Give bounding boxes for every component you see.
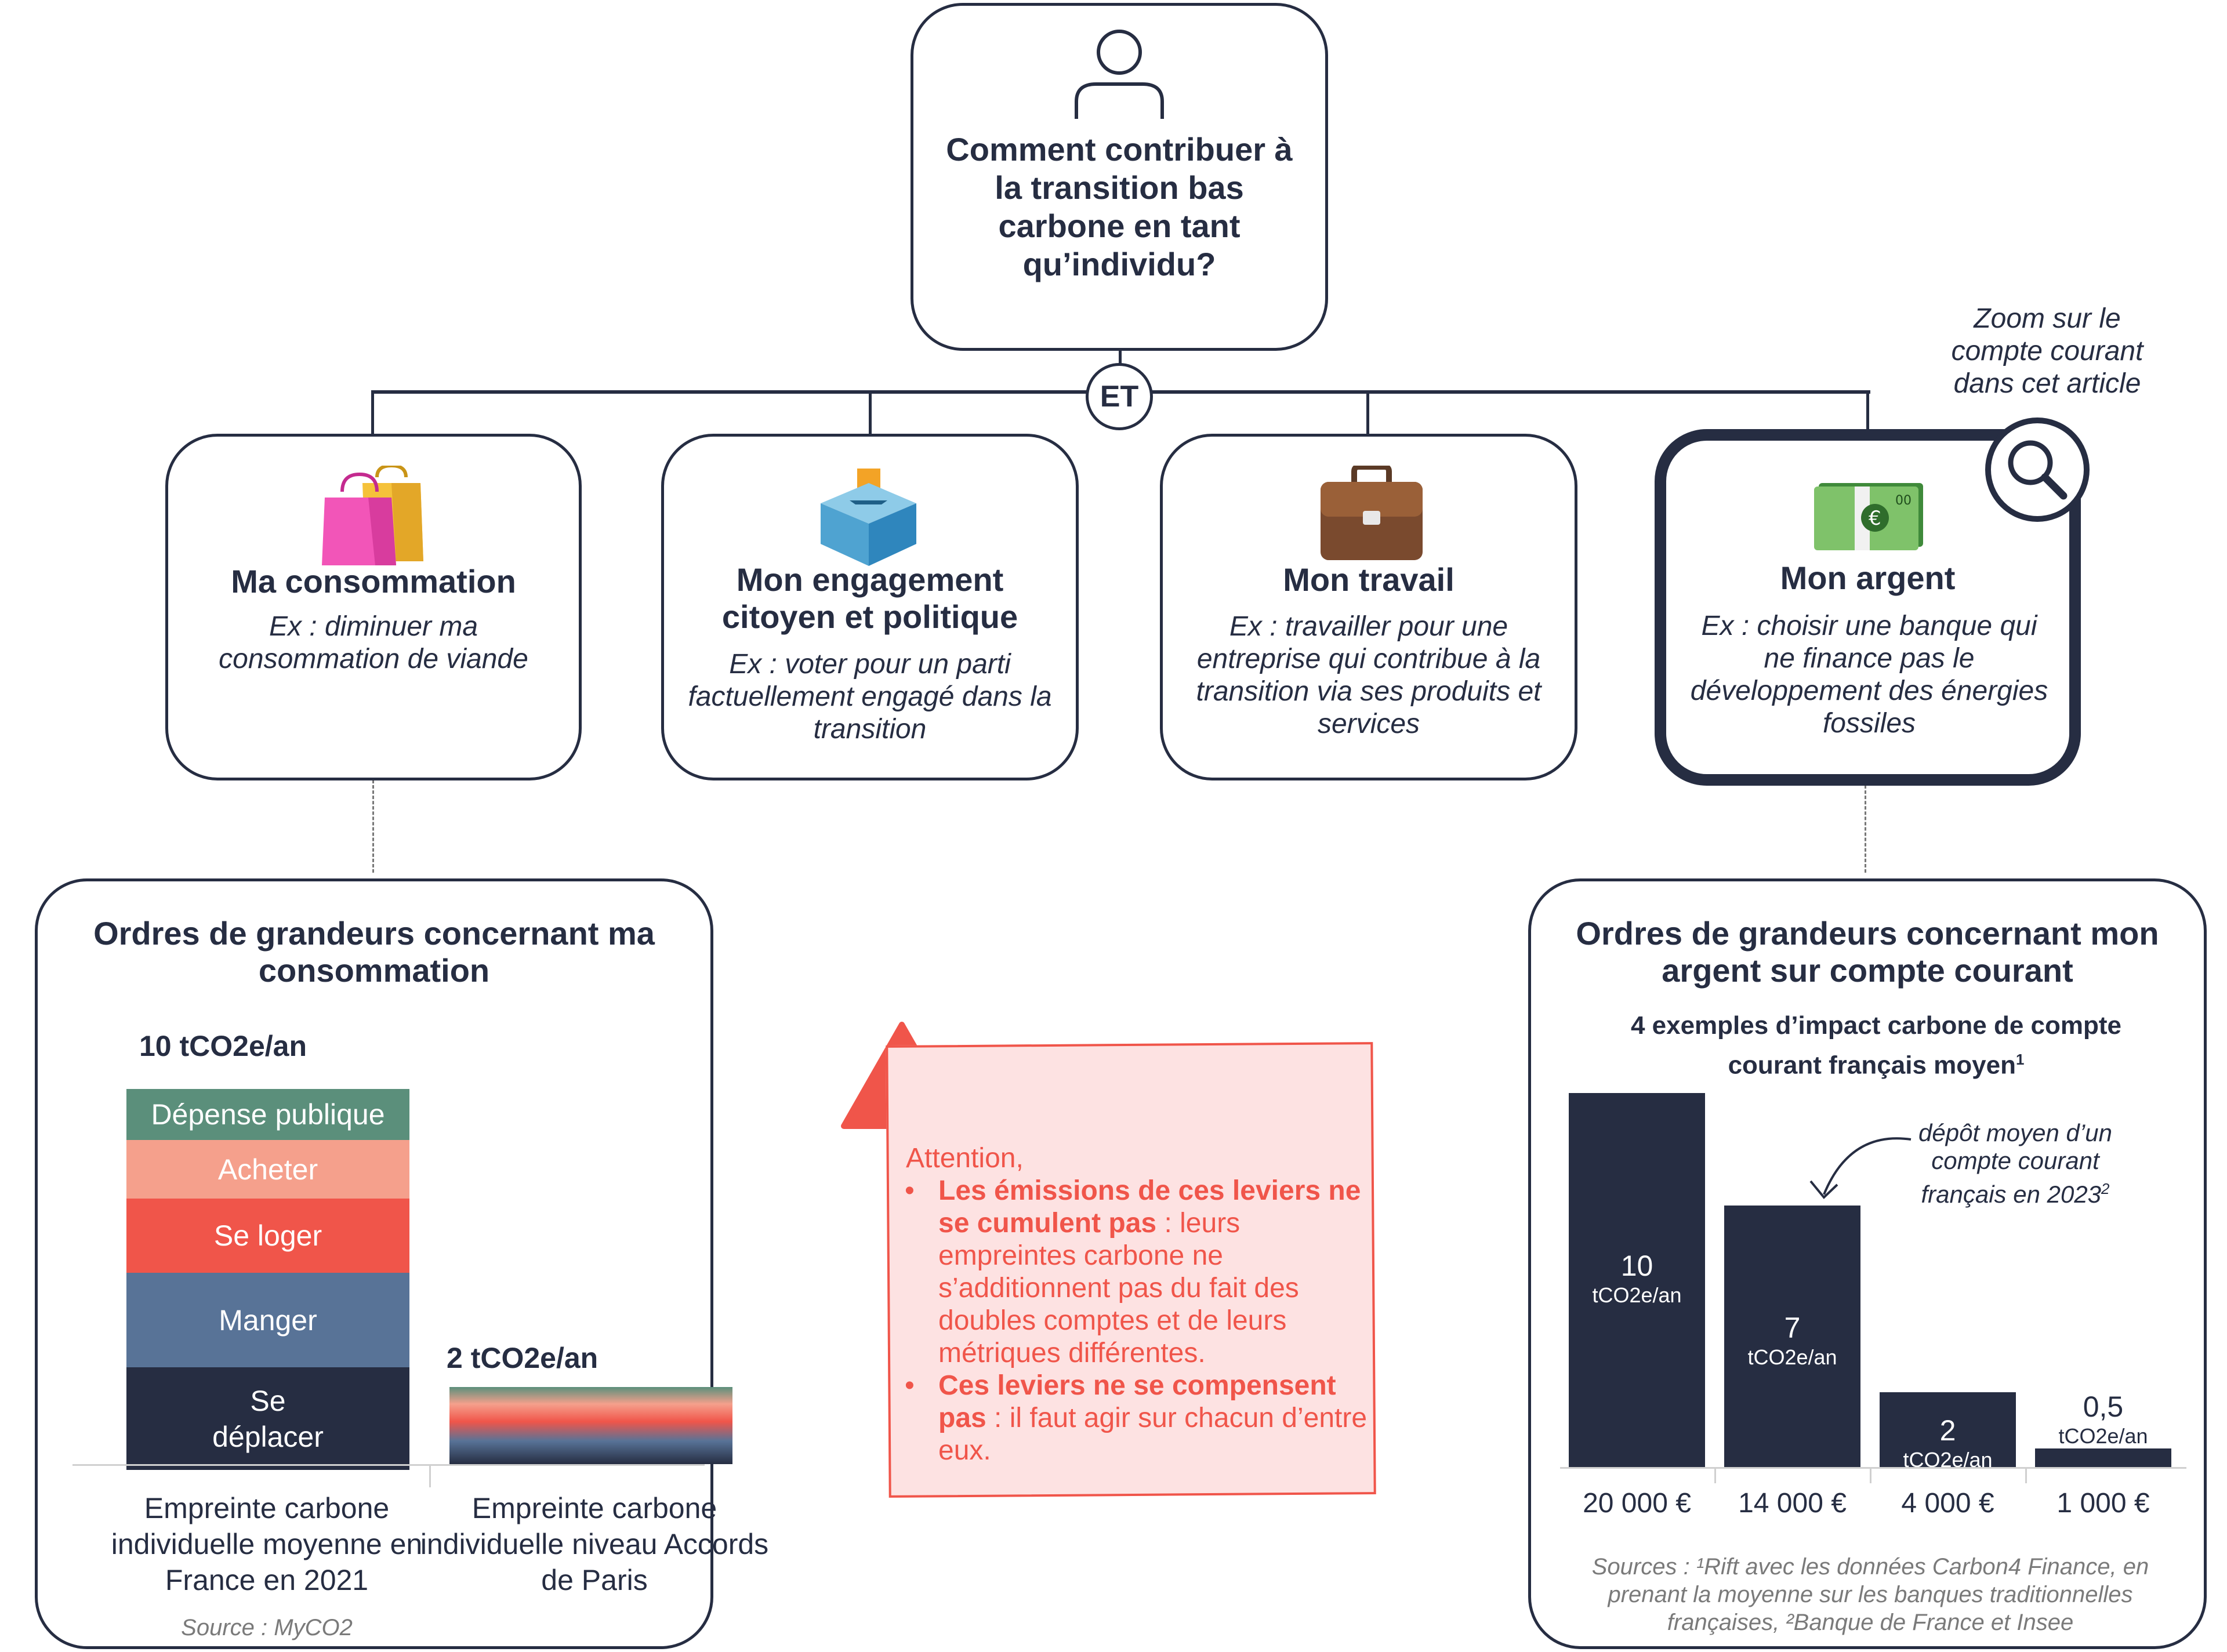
warning-bullet-1-rest: : leurs empreintes carbone ne s’addition…: [938, 1208, 1299, 1368]
bar2-total-label: 2 tCO2e/an: [447, 1342, 599, 1374]
lever-example-work: Ex : travailler pour une entreprise qui …: [1196, 611, 1542, 739]
lever-title-consumption: Ma consommation: [231, 563, 516, 600]
tree-drop-4: [1866, 390, 1869, 435]
chart-annotation-sup: 2: [2101, 1180, 2110, 1197]
dashed-link-consumption: [372, 780, 374, 873]
money-bar-category-2: 14 000 €: [1738, 1488, 1847, 1519]
lever-title-engagement: Mon engagement citoyen et politique: [721, 561, 1018, 635]
consumption-panel: Ordres de grandeurs concernant ma consom…: [35, 878, 768, 1649]
consumption-divider: [429, 1464, 431, 1487]
consumption-source: Source : MyCO2: [181, 1615, 353, 1640]
money-axis-divider-2: [1870, 1467, 1871, 1483]
tree-drop-3: [1366, 390, 1369, 435]
money-panel: Ordres de grandeurs concernant mon argen…: [1528, 878, 2207, 1649]
bullet-dot-2: •: [905, 1370, 915, 1401]
warning-bullet-1-bold: Les émissions de ces leviers ne se cumul…: [938, 1175, 1361, 1239]
money-bar-value-1: 10: [1620, 1250, 1653, 1283]
money-axis-divider-3: [2025, 1467, 2027, 1483]
et-connector: ET: [1086, 363, 1153, 430]
money-bar-4: [2035, 1448, 2171, 1467]
magnifier-icon: [2008, 440, 2068, 500]
money-sources: Sources : ¹Rift avec les données Carbon4…: [1591, 1554, 2149, 1635]
segment-public-spending: Dépense publique: [126, 1089, 409, 1140]
money-title: Ordres de grandeurs concernant mon argen…: [1576, 915, 2159, 989]
lever-title-money: Mon argent: [1780, 560, 1956, 596]
lever-box-consumption: Ma consommation Ex : diminuer ma consomm…: [165, 434, 582, 780]
lever-box-money: € 00 Mon argent Ex : choisir une banque …: [1655, 429, 2081, 786]
warning-bullet-1: • Les émissions de ces leviers ne se cumu…: [905, 1175, 1368, 1370]
zoom-note: Zoom sur le compte courant dans cet arti…: [1951, 303, 2143, 399]
bar2-gradient: [449, 1387, 732, 1464]
money-axis-divider-1: [1714, 1467, 1716, 1483]
bar2-caption: Empreinte carbone individuelle niveau Ac…: [420, 1492, 769, 1596]
briefcase-icon: [1321, 466, 1423, 560]
money-subtitle-sup: 1: [2015, 1051, 2025, 1068]
money-bar-category-1: 20 000 €: [1583, 1488, 1691, 1519]
svg-text:€: €: [1869, 507, 1881, 530]
magnifier-badge: [1985, 417, 2090, 522]
ballot-box-icon: [821, 469, 916, 566]
segment-transport: Se déplacer: [126, 1367, 409, 1470]
question-box: Comment contribuer à la transition bas c…: [911, 3, 1328, 351]
chart-annotation: dépôt moyen d’un compte courant français…: [1891, 1119, 2140, 1208]
money-bar-category-4: 1 000 €: [2056, 1488, 2150, 1519]
consumption-title: Ordres de grandeurs concernant ma consom…: [93, 915, 655, 989]
lever-example-engagement: Ex : voter pour un parti factuellement e…: [688, 649, 1052, 745]
money-bar-3: [1880, 1392, 2016, 1467]
bar1-total-label: 10 tCO2e/an: [139, 1030, 307, 1062]
annotation-arrow: [1809, 1137, 1912, 1199]
lever-example-consumption: Ex : diminuer ma consommation de viande: [219, 611, 528, 674]
money-bar-1: [1569, 1093, 1705, 1467]
tree-drop-2: [869, 390, 872, 435]
lever-example-money: Ex : choisir une banque qui ne finance p…: [1690, 611, 2048, 739]
money-bar-unit-1: tCO2e/an: [1592, 1283, 1682, 1308]
segment-housing: Se loger: [126, 1199, 409, 1273]
warning-bullet-2-bold: Ces leviers ne se compensent pas: [938, 1370, 1336, 1433]
warning-bullet-2-rest: : il faut agir sur chacun d’entre eux.: [938, 1403, 1368, 1466]
svg-text:00: 00: [1895, 493, 1912, 508]
dashed-link-money: [1865, 780, 1866, 873]
shopping-bags-icon: [322, 466, 423, 565]
money-bar-value-3: 2: [1939, 1414, 1956, 1447]
bar1-caption: Empreinte carbone individuelle moyenne e…: [111, 1492, 423, 1596]
lever-box-work: Mon travail Ex : travailler pour une ent…: [1160, 434, 1577, 780]
money-subtitle: 4 exemples d’impact carbone de compte co…: [1601, 1009, 2152, 1083]
money-baseline: [1560, 1467, 2186, 1469]
segment-buy: Acheter: [126, 1140, 409, 1199]
banknotes-icon: € 00: [1814, 483, 1923, 550]
money-bar-value-2: 7: [1784, 1311, 1801, 1344]
money-bar-unit-2: tCO2e/an: [1747, 1345, 1837, 1369]
money-bar-category-3: 4 000 €: [1901, 1488, 1994, 1519]
et-label: ET: [1100, 380, 1139, 413]
lever-title-work: Mon travail: [1283, 561, 1455, 598]
question-text: Comment contribuer à la transition bas c…: [946, 131, 1293, 282]
consumption-baseline: [72, 1464, 705, 1466]
money-subtitle-text: 4 exemples d’impact carbone de compte co…: [1630, 1011, 2122, 1080]
money-bar-2: [1724, 1205, 1860, 1467]
segment-food: Manger: [126, 1273, 409, 1367]
lever-box-engagement: Mon engagement citoyen et politique Ex :…: [661, 434, 1079, 780]
person-icon: [1075, 30, 1164, 119]
money-bar-value-4: 0,5: [2083, 1390, 2124, 1423]
money-bar-unit-4: tCO2e/an: [2058, 1424, 2148, 1448]
bullet-dot-1: •: [905, 1175, 915, 1206]
chart-annotation-text: dépôt moyen d’un compte courant français…: [1918, 1119, 2112, 1208]
warning-bullet-2: • Ces leviers ne se compensent pas : il f…: [905, 1370, 1368, 1467]
warning-intro: Attention,: [906, 1143, 1024, 1174]
tree-drop-1: [371, 390, 374, 435]
